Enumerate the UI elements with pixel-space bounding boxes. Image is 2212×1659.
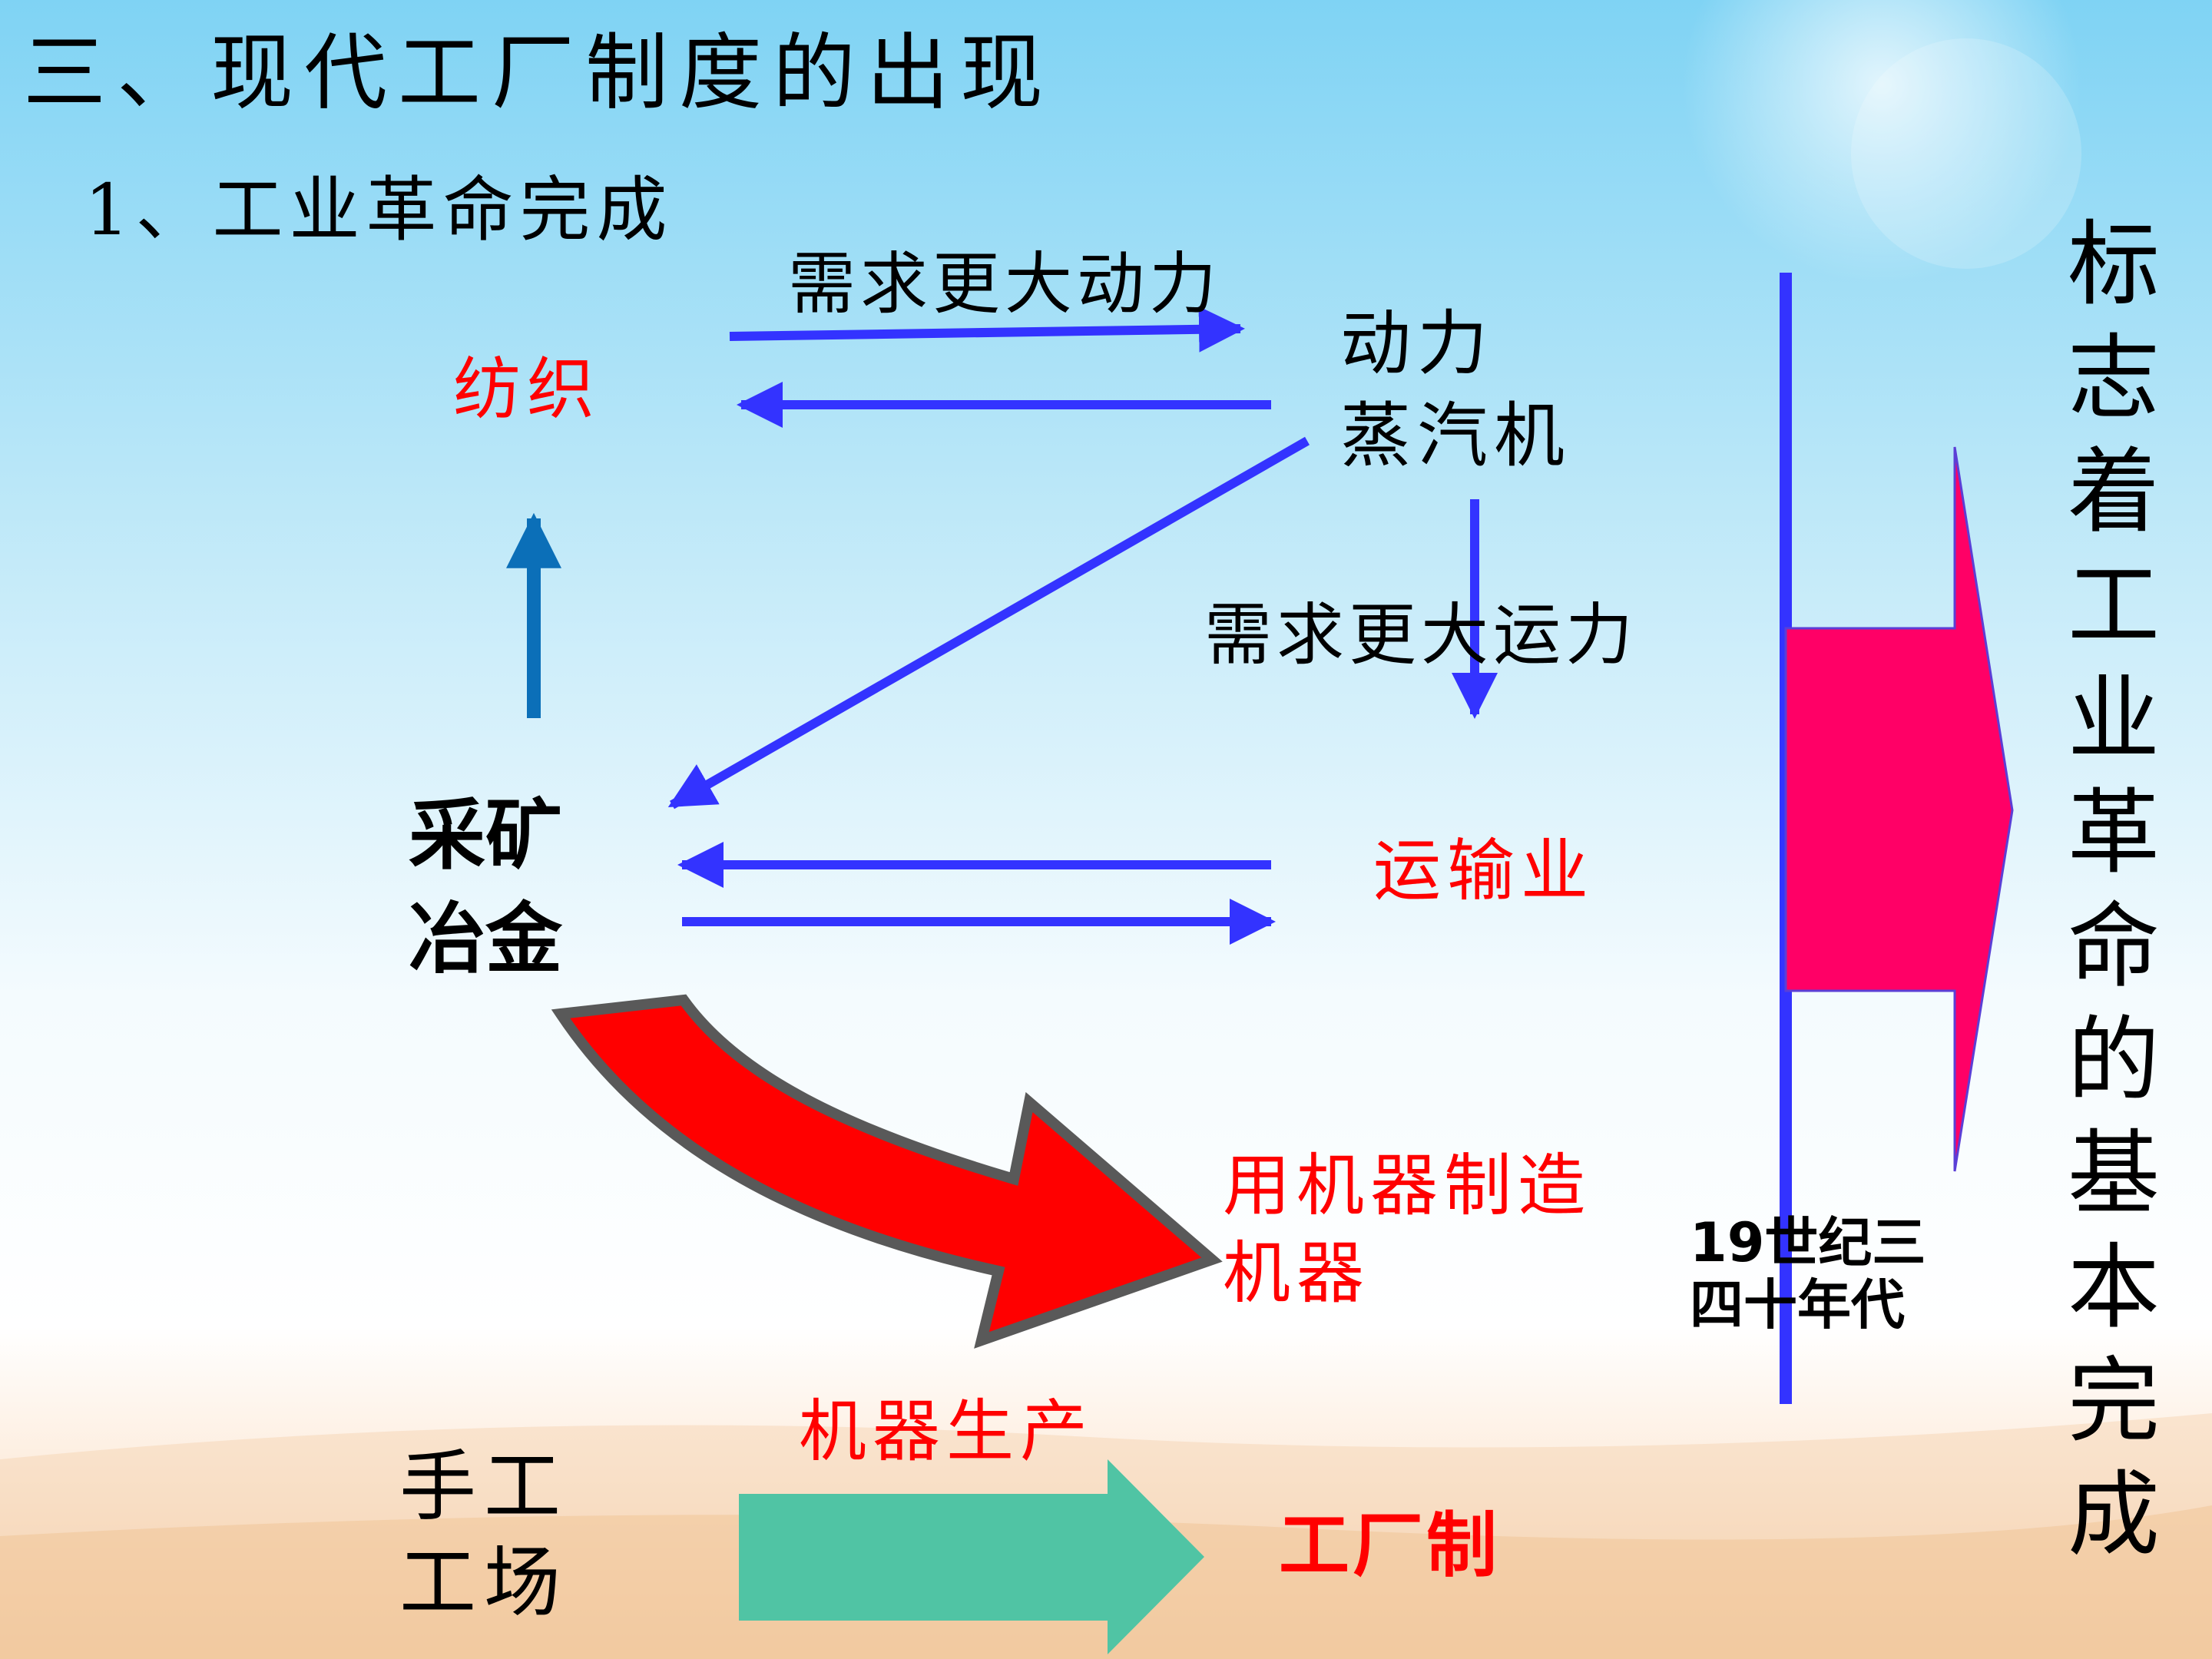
node-machines-line2: 机器 — [1223, 1233, 1371, 1313]
section-subtitle: 1、工业革命完成 — [84, 169, 674, 251]
node-handicraft-line1: 手工 — [399, 1442, 568, 1532]
curved-arrow-mining-to-machines — [551, 994, 1223, 1349]
machine-production-label: 机器生产 — [799, 1392, 1094, 1471]
pink-block-arrow — [1784, 446, 2014, 1172]
arrow-power-to-mining — [667, 436, 1310, 810]
timeline-period-line2: 四十年代 — [1690, 1273, 1905, 1336]
node-power: 动力 蒸汽机 — [1340, 298, 1571, 482]
timeline-period-line1: 19世纪三 — [1690, 1211, 1926, 1274]
node-textile: 纺织 — [453, 349, 601, 429]
node-handicraft-workshop: 手工 工场 — [399, 1439, 568, 1631]
node-factory-system: 工厂制 — [1279, 1505, 1501, 1587]
node-mining-line1: 采矿 — [409, 790, 562, 880]
node-power-line2: 蒸汽机 — [1340, 394, 1571, 477]
node-mining-line2: 冶金 — [409, 894, 562, 984]
need-transport-label: 需求更大运力 — [1204, 595, 1638, 674]
node-mining-metallurgy: 采矿 冶金 — [409, 783, 562, 991]
need-power-label: 需求更大动力 — [788, 244, 1222, 323]
node-power-line1: 动力 — [1340, 303, 1495, 385]
node-machines-make-machines: 用机器制造 机器 — [1223, 1142, 1591, 1318]
teal-block-arrow — [739, 1459, 1204, 1654]
arrow-textile-to-power — [729, 306, 1245, 353]
node-machines-line1: 用机器制造 — [1223, 1146, 1592, 1225]
vertical-caption: 标志着工业革命的基本完成 — [2051, 215, 2158, 1579]
node-handicraft-line2: 工场 — [399, 1538, 568, 1628]
page-title: 三、现代工厂制度的出现 — [23, 25, 1055, 121]
timeline-period: 19世纪三 四十年代 — [1690, 1212, 1926, 1336]
node-transport: 运输业 — [1373, 831, 1595, 910]
